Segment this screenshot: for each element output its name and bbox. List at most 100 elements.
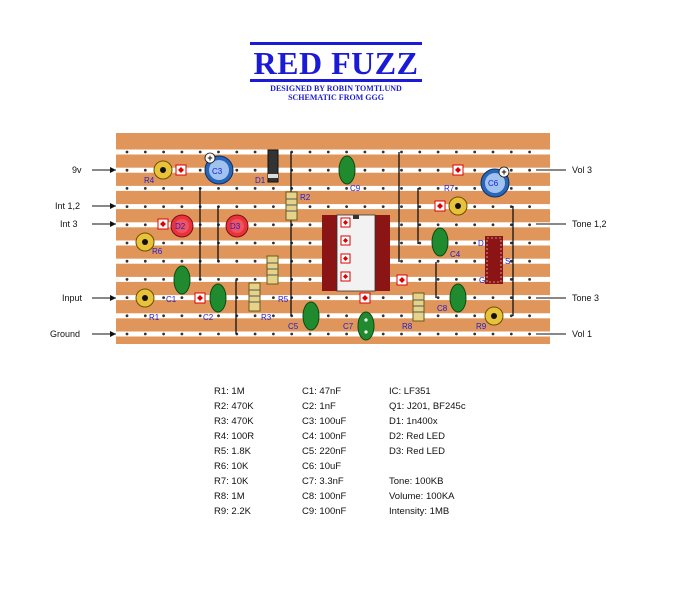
trimmer-r4: [153, 160, 173, 180]
board-hole: [308, 241, 312, 245]
board-hole: [509, 205, 513, 209]
label-c6: C6: [488, 179, 499, 188]
board-hole: [345, 332, 348, 336]
bom-line: C1: 47nF: [302, 386, 342, 397]
board-hole: [400, 296, 403, 299]
board-hole: [326, 187, 330, 190]
board-hole: [308, 150, 312, 154]
resistor-r8: [412, 292, 425, 322]
board-hole: [162, 205, 166, 209]
board-hole: [235, 168, 239, 172]
board-hole: [143, 168, 147, 172]
svg-text:+: +: [207, 153, 212, 163]
cut-mark: [175, 164, 187, 176]
bom-line: C3: 100uF: [302, 416, 347, 427]
board-hole: [345, 296, 348, 299]
trimmer-r6: [135, 232, 155, 252]
label-r9: R9: [476, 322, 487, 331]
board-hole: [436, 223, 440, 227]
label-d2: D2: [175, 222, 186, 231]
board-hole: [162, 241, 166, 245]
board-hole: [308, 223, 312, 227]
label-c3: C3: [212, 167, 223, 176]
cut-mark: [396, 274, 408, 286]
board-hole: [162, 296, 166, 299]
conn-int-1-2: Int 1,2: [55, 201, 80, 211]
label-c4: C4: [450, 250, 461, 259]
board-hole: [528, 241, 531, 245]
board-hole: [436, 259, 440, 263]
board-hole: [418, 223, 422, 227]
board-hole: [436, 168, 440, 172]
conn-ground: Ground: [50, 329, 80, 339]
board-hole: [455, 332, 458, 336]
board-hole: [308, 332, 312, 336]
diode-d1: [267, 149, 279, 183]
bom-line: R7: 10K: [214, 476, 249, 487]
board-hole: [125, 314, 129, 318]
board-hole: [381, 296, 385, 299]
board-hole: [528, 223, 531, 227]
conn-9v: 9v: [72, 165, 82, 175]
bom-semis: IC: LF351 Q1: J201, BF245c D1: 1n400x D2…: [389, 384, 466, 519]
board-hole: [326, 150, 330, 154]
bom-line: C7: 3.3nF: [302, 476, 344, 487]
board-hole: [253, 187, 257, 190]
board-hole: [400, 168, 403, 172]
board-hole: [125, 168, 129, 172]
board-hole: [509, 241, 513, 245]
cap-c3-electrolytic: +: [204, 152, 234, 185]
board-hole: [528, 259, 531, 263]
board-hole: [143, 223, 147, 227]
board-hole: [308, 296, 312, 299]
board-hole: [473, 314, 477, 318]
board-hole: [400, 332, 403, 336]
board-hole: [363, 187, 367, 190]
board-hole: [473, 205, 477, 209]
board-hole: [455, 278, 458, 281]
board-hole: [253, 332, 257, 336]
board-hole: [272, 296, 275, 299]
board-hole: [418, 205, 422, 209]
board-hole: [345, 150, 348, 154]
board-hole: [473, 332, 477, 336]
board-hole: [528, 205, 531, 209]
board-hole: [473, 259, 477, 263]
board-hole: [143, 314, 147, 318]
label-r5: R5: [278, 295, 289, 304]
board-hole: [509, 314, 513, 318]
board-hole: [180, 259, 184, 263]
board-hole: [455, 223, 458, 227]
trimmer-r9: [484, 306, 504, 326]
board-hole: [162, 150, 166, 154]
cap-c7: [357, 311, 375, 341]
copper-strip: [116, 331, 550, 337]
board-hole: [363, 205, 367, 209]
led-d3: [225, 214, 249, 238]
board-hole: [308, 205, 312, 209]
board-hole: [125, 259, 129, 263]
board-hole: [125, 332, 129, 336]
board-hole: [473, 187, 477, 190]
cap-c8: [449, 283, 467, 313]
board-hole: [272, 314, 275, 318]
board-hole: [253, 205, 257, 209]
cut-mark: [157, 218, 169, 230]
transistor-q1: D S G: [478, 236, 510, 285]
board-hole: [345, 187, 348, 190]
board-hole: [253, 259, 257, 263]
board-hole: [509, 296, 513, 299]
bom-line: R9: 2.2K: [214, 506, 251, 517]
board-hole: [326, 296, 330, 299]
label-c7: C7: [343, 322, 354, 331]
board-hole: [162, 278, 166, 281]
bom-resistors: R1: 1M R2: 470K R3: 470K R4: 100R R5: 1.…: [214, 384, 254, 519]
board-hole: [473, 296, 477, 299]
board-hole: [235, 150, 239, 154]
board-hole: [491, 332, 495, 336]
board-hole: [253, 223, 257, 227]
board-hole: [198, 150, 202, 154]
board-hole: [198, 332, 202, 336]
resistor-r3: [248, 282, 261, 312]
board-hole: [290, 332, 294, 336]
